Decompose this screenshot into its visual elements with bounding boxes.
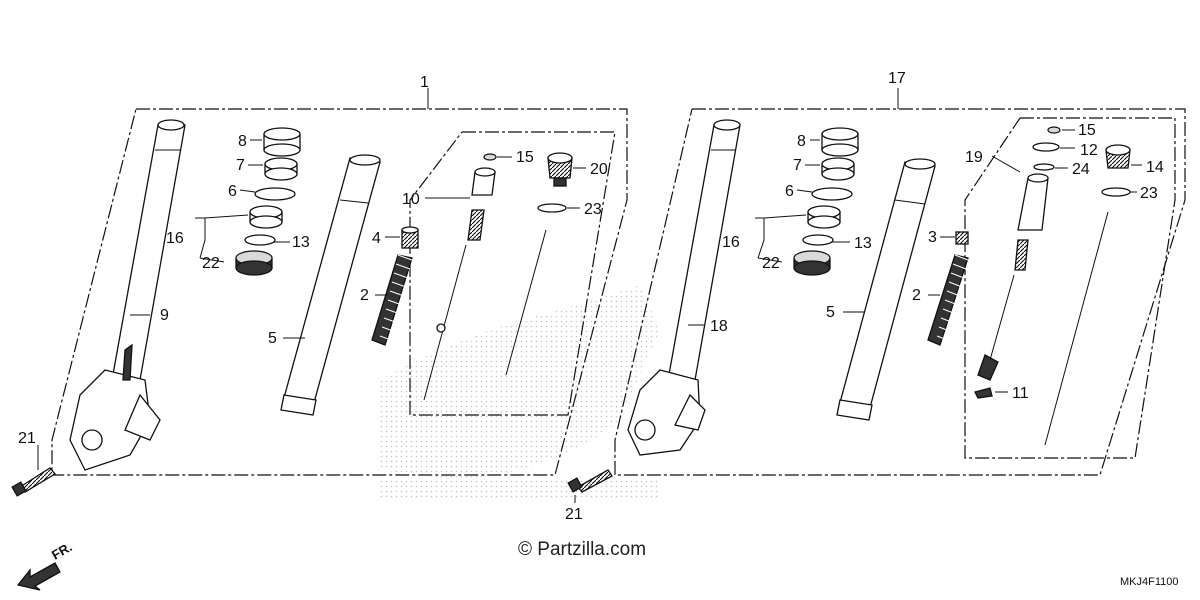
callout-6-left: 6 xyxy=(228,183,237,200)
callout-21-left: 21 xyxy=(18,430,36,447)
callout-8-right: 8 xyxy=(797,133,806,150)
spacer-3-right xyxy=(955,231,969,245)
collar-7-left xyxy=(264,157,298,181)
callout-5-right: 5 xyxy=(826,304,835,321)
callout-2-right: 2 xyxy=(912,287,921,304)
cartridge-right xyxy=(977,173,1049,381)
small-cap-15-left xyxy=(483,153,497,161)
rebound-tip-11 xyxy=(974,387,993,399)
right-cartridge-outline xyxy=(964,117,1176,459)
callout-5-left: 5 xyxy=(268,330,277,347)
callout-21-right: 21 xyxy=(565,506,583,523)
left-group-outline xyxy=(51,108,628,476)
seal-ring-23-right xyxy=(1101,187,1131,197)
oil-seal-16-right xyxy=(807,205,841,229)
leader-lines-right xyxy=(574,129,1142,503)
oil-seal-16-left xyxy=(249,205,283,229)
callout-13-right: 13 xyxy=(854,235,872,252)
oring-24 xyxy=(1033,163,1055,171)
callout-15-left: 15 xyxy=(516,149,534,166)
callout-7-right: 7 xyxy=(793,157,802,174)
diagram-code: MKJ4F1100 xyxy=(1120,576,1179,588)
right-group-outline xyxy=(614,108,1186,476)
oring-6-right xyxy=(811,187,853,201)
callout-2-left: 2 xyxy=(360,287,369,304)
callout-17: 17 xyxy=(888,70,906,87)
callout-11: 11 xyxy=(1012,385,1029,402)
cap-bolt-14 xyxy=(1105,144,1131,169)
left-cartridge-outline xyxy=(409,131,616,416)
backup-ring-13-right xyxy=(802,234,834,246)
inner-tube-right xyxy=(836,158,936,421)
spring-2-left xyxy=(371,254,413,378)
spacer-4-left xyxy=(401,226,419,249)
right-fork-assembly: 17 8 7 6 16 13 22 18 5 3 2 19 15 12 24 1… xyxy=(565,70,1186,523)
washer-12 xyxy=(1032,142,1060,152)
front-direction-label: FR. xyxy=(49,539,75,562)
callout-9: 9 xyxy=(160,307,169,324)
left-fork-assembly: 1 8 7 6 16 13 22 9 5 4 2 10 15 20 23 21 xyxy=(11,74,628,497)
callout-4: 4 xyxy=(372,230,381,247)
callout-3: 3 xyxy=(928,229,937,246)
dust-seal-22-left xyxy=(235,250,273,276)
collar-7-right xyxy=(821,157,855,181)
rod-left xyxy=(505,229,547,376)
spring-2-right xyxy=(927,254,969,378)
inner-tube-left xyxy=(280,154,381,416)
cartridge-left xyxy=(423,167,496,401)
callout-16-right: 16 xyxy=(722,234,740,251)
callout-12: 12 xyxy=(1080,142,1098,159)
callout-23-left: 23 xyxy=(584,201,602,218)
leader-lines-left xyxy=(37,139,586,470)
dust-seal-22-right xyxy=(793,250,831,276)
partzilla-watermark: © Partzilla.com xyxy=(518,539,646,560)
small-cap-15-right xyxy=(1047,126,1061,134)
oring-6-left xyxy=(254,187,296,201)
front-direction-arrow: FR. xyxy=(16,539,75,591)
callout-22-left: 22 xyxy=(202,255,220,272)
callout-15-right: 15 xyxy=(1078,122,1096,139)
callout-6-right: 6 xyxy=(785,183,794,200)
honda-watermark xyxy=(380,285,660,500)
seal-ring-23-left xyxy=(537,203,567,213)
callout-1: 1 xyxy=(420,74,429,91)
callout-7-left: 7 xyxy=(236,157,245,174)
callout-10: 10 xyxy=(402,191,420,208)
rod-right xyxy=(1044,211,1109,446)
cap-8-right xyxy=(821,127,859,157)
callout-13-left: 13 xyxy=(292,234,310,251)
callout-8-left: 8 xyxy=(238,133,247,150)
cap-bolt-20-left xyxy=(547,152,573,187)
callout-14: 14 xyxy=(1146,159,1164,176)
backup-ring-13-left xyxy=(244,234,276,246)
cap-8-left xyxy=(263,127,301,157)
outer-tube-right xyxy=(627,119,741,456)
axle-bolt-right xyxy=(567,469,613,493)
outer-tube-left xyxy=(69,119,186,471)
callout-19: 19 xyxy=(965,149,983,166)
callout-24: 24 xyxy=(1072,161,1090,178)
callout-20: 20 xyxy=(590,161,608,178)
axle-bolt-left xyxy=(11,467,56,497)
callout-22-right: 22 xyxy=(762,255,780,272)
callout-18: 18 xyxy=(710,318,728,335)
callout-23-right: 23 xyxy=(1140,185,1158,202)
callout-16-left: 16 xyxy=(166,230,184,247)
